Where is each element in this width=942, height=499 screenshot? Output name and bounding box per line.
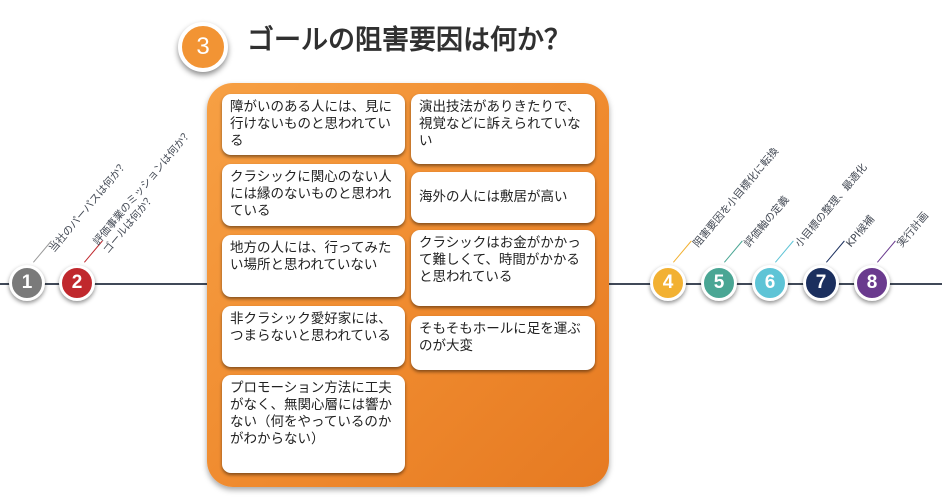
- step-6-circle[interactable]: 6: [752, 265, 788, 301]
- step-4-circle[interactable]: 4: [650, 265, 686, 301]
- step-4-label: 阻害要因を小目標化に転換: [691, 145, 782, 250]
- obstacle-text: 地方の人には、行ってみたい場所と思われていない: [230, 240, 392, 273]
- obstacle-text: プロモーション方法に工夫がなく、無関心層には響かない（何をやっているのかがわから…: [230, 380, 392, 447]
- step-7-circle[interactable]: 7: [803, 265, 839, 301]
- step-5-label: 評価軸の定義: [742, 193, 792, 250]
- obstacle-card: 演出技法がありきたりで、視覚などに訴えられていない: [411, 94, 595, 164]
- obstacle-text: クラシックはお金がかかって難しくて、時間がかかると思われている: [419, 235, 581, 285]
- page-title: ゴールの阻害要因は何か？: [247, 25, 571, 56]
- step-7-label: KPI候補: [844, 213, 878, 250]
- connector-step-5: [724, 240, 743, 263]
- connector-step-6: [775, 240, 794, 263]
- step-8-circle[interactable]: 8: [854, 265, 890, 301]
- obstacle-card: 障がいのある人には、見に行けないものと思われている: [222, 94, 405, 155]
- obstacle-card: 海外の人には敷居が高い: [411, 172, 595, 223]
- obstacle-text: 障がいのある人には、見に行けないものと思われている: [230, 99, 392, 149]
- obstacle-text: クラシックに関心のない人には縁のないものと思われている: [230, 169, 392, 219]
- obstacle-text: 演出技法がありきたりで、視覚などに訴えられていない: [419, 99, 581, 149]
- obstacle-card: クラシックはお金がかかって難しくて、時間がかかると思われている: [411, 230, 595, 306]
- obstacle-card: プロモーション方法に工夫がなく、無関心層には響かない（何をやっているのかがわから…: [222, 375, 405, 473]
- obstacle-card: そもそもホールに足を運ぶのが大変: [411, 316, 595, 370]
- step-1-circle[interactable]: 1: [9, 265, 45, 301]
- obstacle-card: 地方の人には、行ってみたい場所と思われていない: [222, 235, 405, 297]
- obstacle-text: そもそもホールに足を運ぶのが大変: [419, 321, 581, 354]
- obstacle-text: 非クラシック愛好家には、つまらないと思われている: [230, 311, 392, 344]
- step-5-circle[interactable]: 5: [701, 265, 737, 301]
- step-3-circle[interactable]: 3: [178, 22, 228, 72]
- timeline-line-left: [0, 283, 210, 285]
- connector-step-7: [826, 240, 845, 263]
- connector-step-4: [673, 240, 692, 263]
- step-8-label: 実行計画: [895, 209, 932, 250]
- obstacle-card: クラシックに関心のない人には縁のないものと思われている: [222, 164, 405, 226]
- obstacle-text: 海外の人には敷居が高い: [419, 189, 568, 205]
- connector-step-8: [877, 240, 896, 263]
- obstacle-card: 非クラシック愛好家には、つまらないと思われている: [222, 306, 405, 367]
- step-2-circle[interactable]: 2: [59, 265, 95, 301]
